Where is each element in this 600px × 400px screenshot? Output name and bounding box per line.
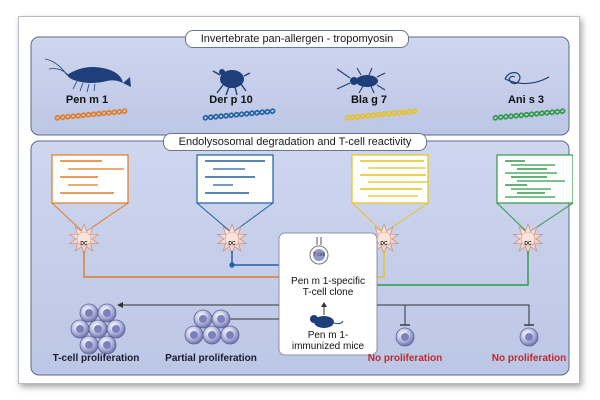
bottom-panel-title: Endolysosomal degradation and T-cell rea…	[163, 133, 427, 151]
dc-label-4: DC	[524, 241, 532, 247]
arrow-head-tcell	[117, 302, 123, 308]
pen-m1-line	[83, 251, 295, 278]
outcome-label-tcell: T-cell proliferation	[52, 353, 140, 364]
figure-frame: Invertebrate pan-allergen - tropomyosin …	[18, 16, 580, 384]
clone-label-line2: T-cell clone	[302, 287, 354, 298]
mouse-label-line1: Pen m 1-	[307, 330, 349, 341]
coil-4	[492, 108, 566, 121]
diagram-canvas	[30, 36, 573, 376]
coil-3	[344, 108, 418, 121]
mouse-label-line2: immunized mice	[291, 341, 365, 352]
peptide-box-1	[51, 154, 129, 234]
t-cell-icon	[309, 237, 329, 265]
dc-cell-2	[216, 222, 248, 256]
top-panel	[30, 36, 570, 136]
cells-no-proliferation-1	[395, 327, 415, 347]
outcome-connectors	[119, 304, 530, 325]
cells-no-proliferation-2	[519, 327, 539, 347]
clone-box	[278, 232, 378, 356]
allergen-label-bla-g7: Bla g 7	[350, 94, 388, 106]
outcome-label-partial: Partial proliferation	[165, 353, 257, 364]
tropomyosin-coils	[54, 108, 566, 121]
allergen-label-pen-m1: Pen m 1	[65, 94, 109, 106]
dc-label-2: DC	[228, 241, 236, 247]
outcome-label-none-2: No proliferation	[491, 353, 567, 364]
dc-label-3: DC	[380, 241, 388, 247]
peptide-box-3	[351, 154, 429, 234]
ani-s3-line	[371, 251, 529, 286]
peptide-box-4	[496, 154, 573, 234]
allergen-label-der-p10: Der p 10	[209, 94, 253, 106]
allergen-label-ani-s3: Ani s 3	[507, 94, 545, 106]
peptide-box-2	[196, 154, 274, 234]
outcome-label-none-1: No proliferation	[367, 353, 443, 364]
cells-tcell-proliferation	[70, 303, 126, 355]
shrimp-icon	[44, 58, 131, 93]
t-cell-label: T cell	[313, 252, 325, 258]
peptide-boxes	[51, 154, 573, 234]
clone-label-line1: Pen m 1-specific	[291, 276, 365, 287]
mouse-icon	[310, 315, 344, 328]
coil-2	[202, 108, 276, 121]
dust-mite-icon	[212, 69, 251, 96]
proliferating-cells	[70, 303, 539, 355]
cells-partial-proliferation	[184, 309, 240, 345]
anisakis-worm-icon	[504, 72, 550, 85]
cockroach-icon	[336, 67, 386, 94]
dc-cell-4	[512, 222, 544, 256]
dc-label-1: DC	[80, 241, 88, 247]
top-panel-title: Invertebrate pan-allergen - tropomyosin	[185, 30, 409, 48]
coil-1	[54, 108, 128, 121]
dc-cell-1	[68, 222, 100, 256]
